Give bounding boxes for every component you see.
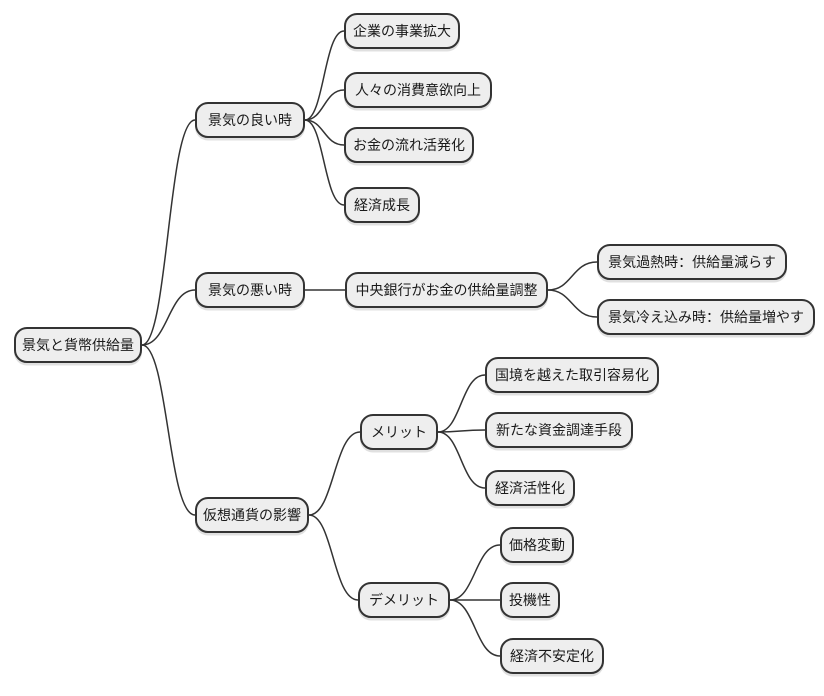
node-overheating-reduce-supply: 景気過熱時：供給量減らす	[597, 244, 787, 280]
edge-demerit-economic-instability	[449, 599, 501, 657]
node-economic-growth: 経済成長	[344, 187, 420, 223]
node-speculation: 投機性	[500, 582, 560, 618]
node-cooling-increase-supply: 景気冷え込み時：供給量増やす	[597, 299, 815, 335]
edge-crypto-impact-merit	[308, 431, 361, 516]
node-good-economy: 景気の良い時	[195, 102, 305, 138]
edge-good-economy-economic-growth	[304, 119, 345, 206]
edge-good-economy-consumer-appetite	[304, 89, 345, 121]
edge-root-crypto-impact	[141, 344, 196, 516]
node-bad-economy: 景気の悪い時	[195, 272, 305, 308]
edge-root-bad-economy	[141, 289, 196, 346]
node-root-money-supply: 景気と貨幣供給量	[14, 327, 142, 363]
node-new-fundraising: 新たな資金調達手段	[485, 412, 633, 448]
node-cross-border-transactions: 国境を越えた取引容易化	[485, 357, 659, 393]
edge-demerit-price-volatility	[449, 544, 501, 601]
edge-merit-economic-revitalization	[437, 431, 486, 489]
node-central-bank-adjustment: 中央銀行がお金の供給量調整	[345, 272, 548, 308]
edge-central-bank-overheating	[547, 261, 598, 291]
node-price-volatility: 価格変動	[500, 527, 574, 563]
node-business-expansion: 企業の事業拡大	[344, 13, 460, 49]
edge-root-good-economy	[141, 119, 196, 346]
edge-crypto-impact-demerit	[308, 514, 359, 601]
node-demerit: デメリット	[358, 582, 450, 618]
node-crypto-impact: 仮想通貨の影響	[195, 497, 309, 533]
node-economic-revitalization: 経済活性化	[485, 470, 575, 506]
edge-merit-new-fundraising	[437, 429, 486, 433]
edge-merit-cross-border	[437, 374, 486, 433]
node-economic-instability: 経済不安定化	[500, 638, 604, 674]
edge-good-economy-business-expansion	[304, 30, 345, 121]
node-merit: メリット	[360, 414, 438, 450]
node-consumer-appetite: 人々の消費意欲向上	[344, 72, 492, 108]
node-money-flow-activation: お金の流れ活発化	[344, 127, 474, 163]
edge-central-bank-cooling	[547, 289, 598, 318]
